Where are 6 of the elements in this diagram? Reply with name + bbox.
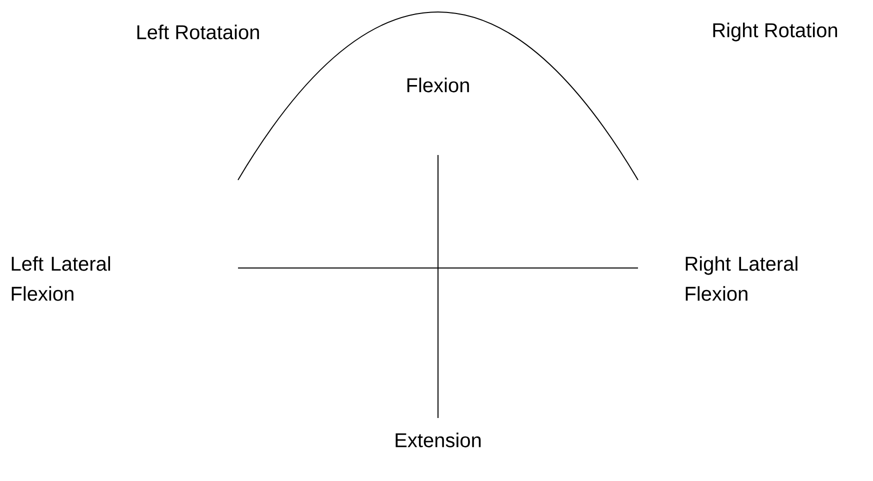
motion-label: Left Rotataion (137, 24, 259, 40)
motion-label: Right Lateral Flexion (686, 256, 798, 301)
motion-label: Left Lateral Flexion (12, 256, 110, 301)
motion-label: Extension (396, 432, 481, 448)
motion-label: Right Rotation (713, 22, 838, 42)
motion-label: Flexion (407, 78, 469, 92)
